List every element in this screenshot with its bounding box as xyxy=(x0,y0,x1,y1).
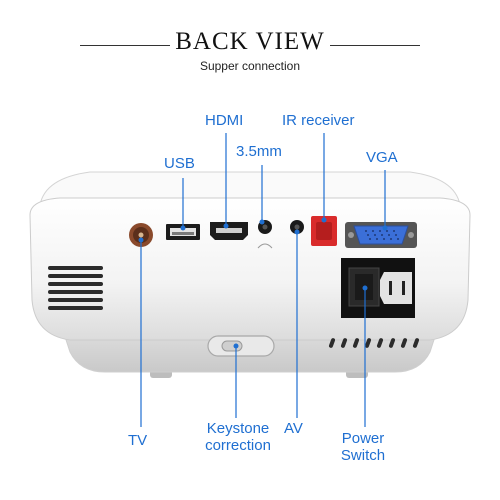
hdmi-port[interactable] xyxy=(210,222,248,240)
callout-dot-usb xyxy=(180,225,186,231)
callout-dots xyxy=(138,217,388,349)
label-keystone-line1: Keystone xyxy=(206,420,270,437)
page-title: BACK VIEW xyxy=(175,28,325,55)
title-rule-left xyxy=(80,45,170,46)
power-socket[interactable] xyxy=(341,258,415,318)
keystone-slider[interactable] xyxy=(207,335,275,357)
label-tv: TV xyxy=(128,432,148,449)
left-vent xyxy=(48,266,103,310)
callout-dot-keystone xyxy=(233,343,239,349)
label-jack: 3.5mm xyxy=(236,143,282,160)
label-ir-receiver: IR receiver xyxy=(282,112,355,129)
callout-dot-ir xyxy=(321,217,327,223)
callout-dot-vga xyxy=(382,225,388,231)
label-av: AV xyxy=(284,420,303,437)
label-vga: VGA xyxy=(366,149,398,166)
callout-dot-av xyxy=(294,229,300,235)
label-power-line1: Power xyxy=(341,430,385,447)
label-power-line2: Switch xyxy=(340,447,386,464)
page-subtitle: Supper connection xyxy=(199,59,301,73)
callout-dot-tv xyxy=(138,237,144,243)
av-port[interactable] xyxy=(290,220,304,234)
right-vent xyxy=(328,338,420,348)
vga-port[interactable] xyxy=(345,222,417,248)
label-keystone-correction: Keystone correction xyxy=(196,420,280,454)
label-usb: USB xyxy=(164,155,195,172)
headphone-icon xyxy=(257,243,273,249)
callout-dot-jack xyxy=(259,219,265,225)
tv-port[interactable] xyxy=(129,223,153,247)
title-rule-right xyxy=(330,45,420,46)
label-power-switch: Power Switch xyxy=(333,430,393,464)
label-keystone-line2: correction xyxy=(205,437,271,454)
callout-lines xyxy=(140,133,386,427)
callout-dot-power xyxy=(362,285,368,291)
ir-receiver xyxy=(311,216,337,246)
callout-dot-hdmi xyxy=(223,223,229,229)
usb-port[interactable] xyxy=(166,224,200,240)
label-hdmi: HDMI xyxy=(205,112,244,129)
